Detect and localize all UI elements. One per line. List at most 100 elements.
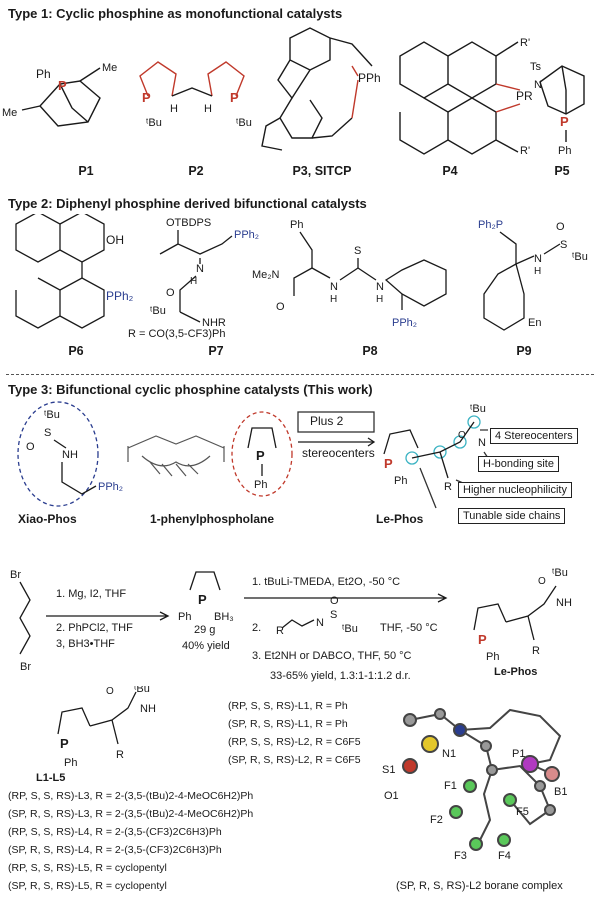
svg-text:O: O [556, 221, 565, 233]
xiao-phos-label: Xiao-Phos [18, 512, 77, 526]
svg-text:H: H [376, 294, 383, 305]
svg-text:NH: NH [140, 703, 156, 715]
svg-text:N: N [534, 79, 542, 91]
label-p7: P7 [208, 344, 224, 358]
synthesis-scheme: Br Br P Ph BH₃ R N S O ᵗBu P ᵗBu NH O R … [10, 567, 572, 673]
label-p6: P6 [68, 344, 84, 358]
svg-text:P: P [58, 78, 67, 93]
plus-label: Plus 2 [310, 414, 344, 428]
ligand-structure: P ᵗBu NH O R Ph [57, 686, 156, 769]
svg-text:O: O [538, 576, 546, 587]
svg-text:PR: PR [516, 89, 533, 103]
ligand-entry: (SP, R, S, RS)-L1, R = Ph [228, 718, 348, 730]
ligand-entry: (RP, S, S, RS)-L2, R = C6F5 [228, 736, 361, 748]
synth-yield: 40% yield [182, 640, 230, 652]
svg-text:ᵗBu: ᵗBu [572, 251, 588, 263]
phospholane-label: 1-phenylphospholane [150, 512, 275, 526]
handshake-icon [127, 435, 225, 477]
svg-text:Me: Me [102, 62, 117, 74]
svg-text:Ph: Ph [254, 479, 267, 491]
svg-text:R: R [116, 749, 124, 761]
svg-text:Br: Br [20, 661, 31, 673]
svg-text:Ph: Ph [36, 67, 51, 81]
synth-cond1: 1. tBuLi-TMEDA, Et2O, -50 °C [252, 576, 401, 588]
label-p4: P4 [442, 164, 458, 178]
svg-text:PPh₂: PPh₂ [106, 289, 134, 303]
p7-r-definition: R = CO(3,5-CF3)Ph [128, 328, 226, 340]
svg-text:O: O [458, 430, 466, 441]
svg-text:H: H [204, 103, 212, 115]
svg-text:Me₂N: Me₂N [252, 269, 280, 281]
ligand-entry: (RP, S, S, RS)-L4, R = 2-(3,5-(CF3)2C6H3… [8, 826, 222, 838]
type1-heading: Type 1: Cyclic phosphine as monofunction… [8, 6, 343, 21]
svg-text:ᵗBu: ᵗBu [552, 567, 568, 579]
type3-heading: Type 3: Bifunctional cyclic phosphine ca… [8, 382, 373, 397]
svg-text:PPh₂: PPh₂ [98, 481, 123, 493]
label-p3: P3, SITCP [292, 164, 352, 178]
ligand-entry: (RP, S, S, RS)-L1, R = Ph [228, 700, 348, 712]
svg-text:PPh₂: PPh₂ [392, 317, 417, 329]
svg-text:P: P [256, 448, 265, 463]
atom-n1: N1 [442, 748, 457, 760]
structure-p7: OTBDPS PPh₂ N H O NHR ᵗBu [150, 217, 259, 329]
svg-text:ᵗBu: ᵗBu [470, 403, 486, 415]
svg-text:N: N [534, 253, 542, 265]
synth-cond3: 3. Et2NH or DABCO, THF, 50 °C [252, 650, 412, 662]
svg-text:ᵗBu: ᵗBu [150, 305, 166, 317]
svg-text:P: P [560, 114, 569, 129]
atom-s1: S1 [382, 764, 396, 776]
structure-p4: PR R' R' [399, 37, 533, 156]
svg-text:N: N [330, 281, 338, 293]
svg-text:BH₃: BH₃ [214, 611, 234, 623]
svg-text:N: N [196, 263, 204, 275]
section-divider [6, 374, 594, 375]
svg-text:En: En [528, 317, 541, 329]
synth-step2: 2. PhPCl2, THF [56, 622, 133, 634]
svg-text:R: R [444, 481, 452, 493]
label-p9: P9 [516, 344, 532, 358]
svg-text:Br: Br [10, 569, 21, 581]
synth-result: 33-65% yield, 1.3:1-1:1.2 d.r. [270, 670, 411, 682]
type1-structures: Ph P Me Me P P H H ᵗBu ᵗBu PPh PR R' R' [2, 27, 585, 156]
atom-o1: O1 [384, 790, 399, 802]
ligand-entry: (RP, S, S, RS)-L5, R = cyclopentyl [8, 862, 167, 874]
crystal-structure [402, 708, 562, 851]
synth-cond2-num: 2. [252, 622, 262, 634]
le-phos-label: Le-Phos [376, 512, 424, 526]
svg-text:P: P [478, 632, 487, 647]
atom-f3: F3 [454, 850, 467, 862]
svg-text:P: P [142, 90, 151, 105]
svg-text:ᵗBu: ᵗBu [236, 117, 252, 129]
svg-text:H: H [534, 266, 541, 277]
structure-p8: Ph O Me₂N N H S N H PPh₂ [252, 219, 447, 329]
atom-f2: F2 [430, 814, 443, 826]
svg-text:Ph: Ph [558, 145, 571, 156]
svg-text:P: P [384, 456, 393, 471]
structure-p6: OH PPh₂ [15, 214, 134, 329]
svg-text:R': R' [520, 37, 530, 49]
synth-amount: 29 g [194, 624, 216, 636]
svg-text:Ph: Ph [394, 475, 407, 487]
svg-text:R: R [276, 625, 284, 637]
svg-text:O: O [330, 595, 339, 607]
svg-text:O: O [276, 301, 285, 313]
atom-b1: B1 [554, 786, 568, 798]
svg-text:OH: OH [106, 233, 124, 247]
svg-text:PPh: PPh [358, 71, 381, 85]
synth-step3: 3, BH3•THF [56, 638, 115, 650]
label-p1: P1 [78, 164, 94, 178]
svg-text:O: O [166, 287, 175, 299]
svg-text:Me: Me [2, 107, 17, 119]
svg-text:NHR: NHR [202, 317, 226, 329]
svg-text:P: P [198, 592, 207, 607]
atom-f5: F5 [516, 806, 529, 818]
label-p2: P2 [188, 164, 204, 178]
ligand-entry: (SP, R, S, RS)-L2, R = C6F5 [228, 754, 361, 766]
crystal-caption: (SP, R, S, RS)-L2 borane complex [396, 880, 563, 892]
label-p8: P8 [362, 344, 378, 358]
svg-text:Ph: Ph [64, 757, 77, 769]
svg-text:P: P [230, 90, 239, 105]
feature-side-chains: Tunable side chains [458, 508, 566, 524]
ligand-entry: (SP, R, S, RS)-L3, R = 2-(3,5-(tBu)2-4-M… [8, 808, 254, 820]
svg-text:NH: NH [556, 597, 572, 609]
